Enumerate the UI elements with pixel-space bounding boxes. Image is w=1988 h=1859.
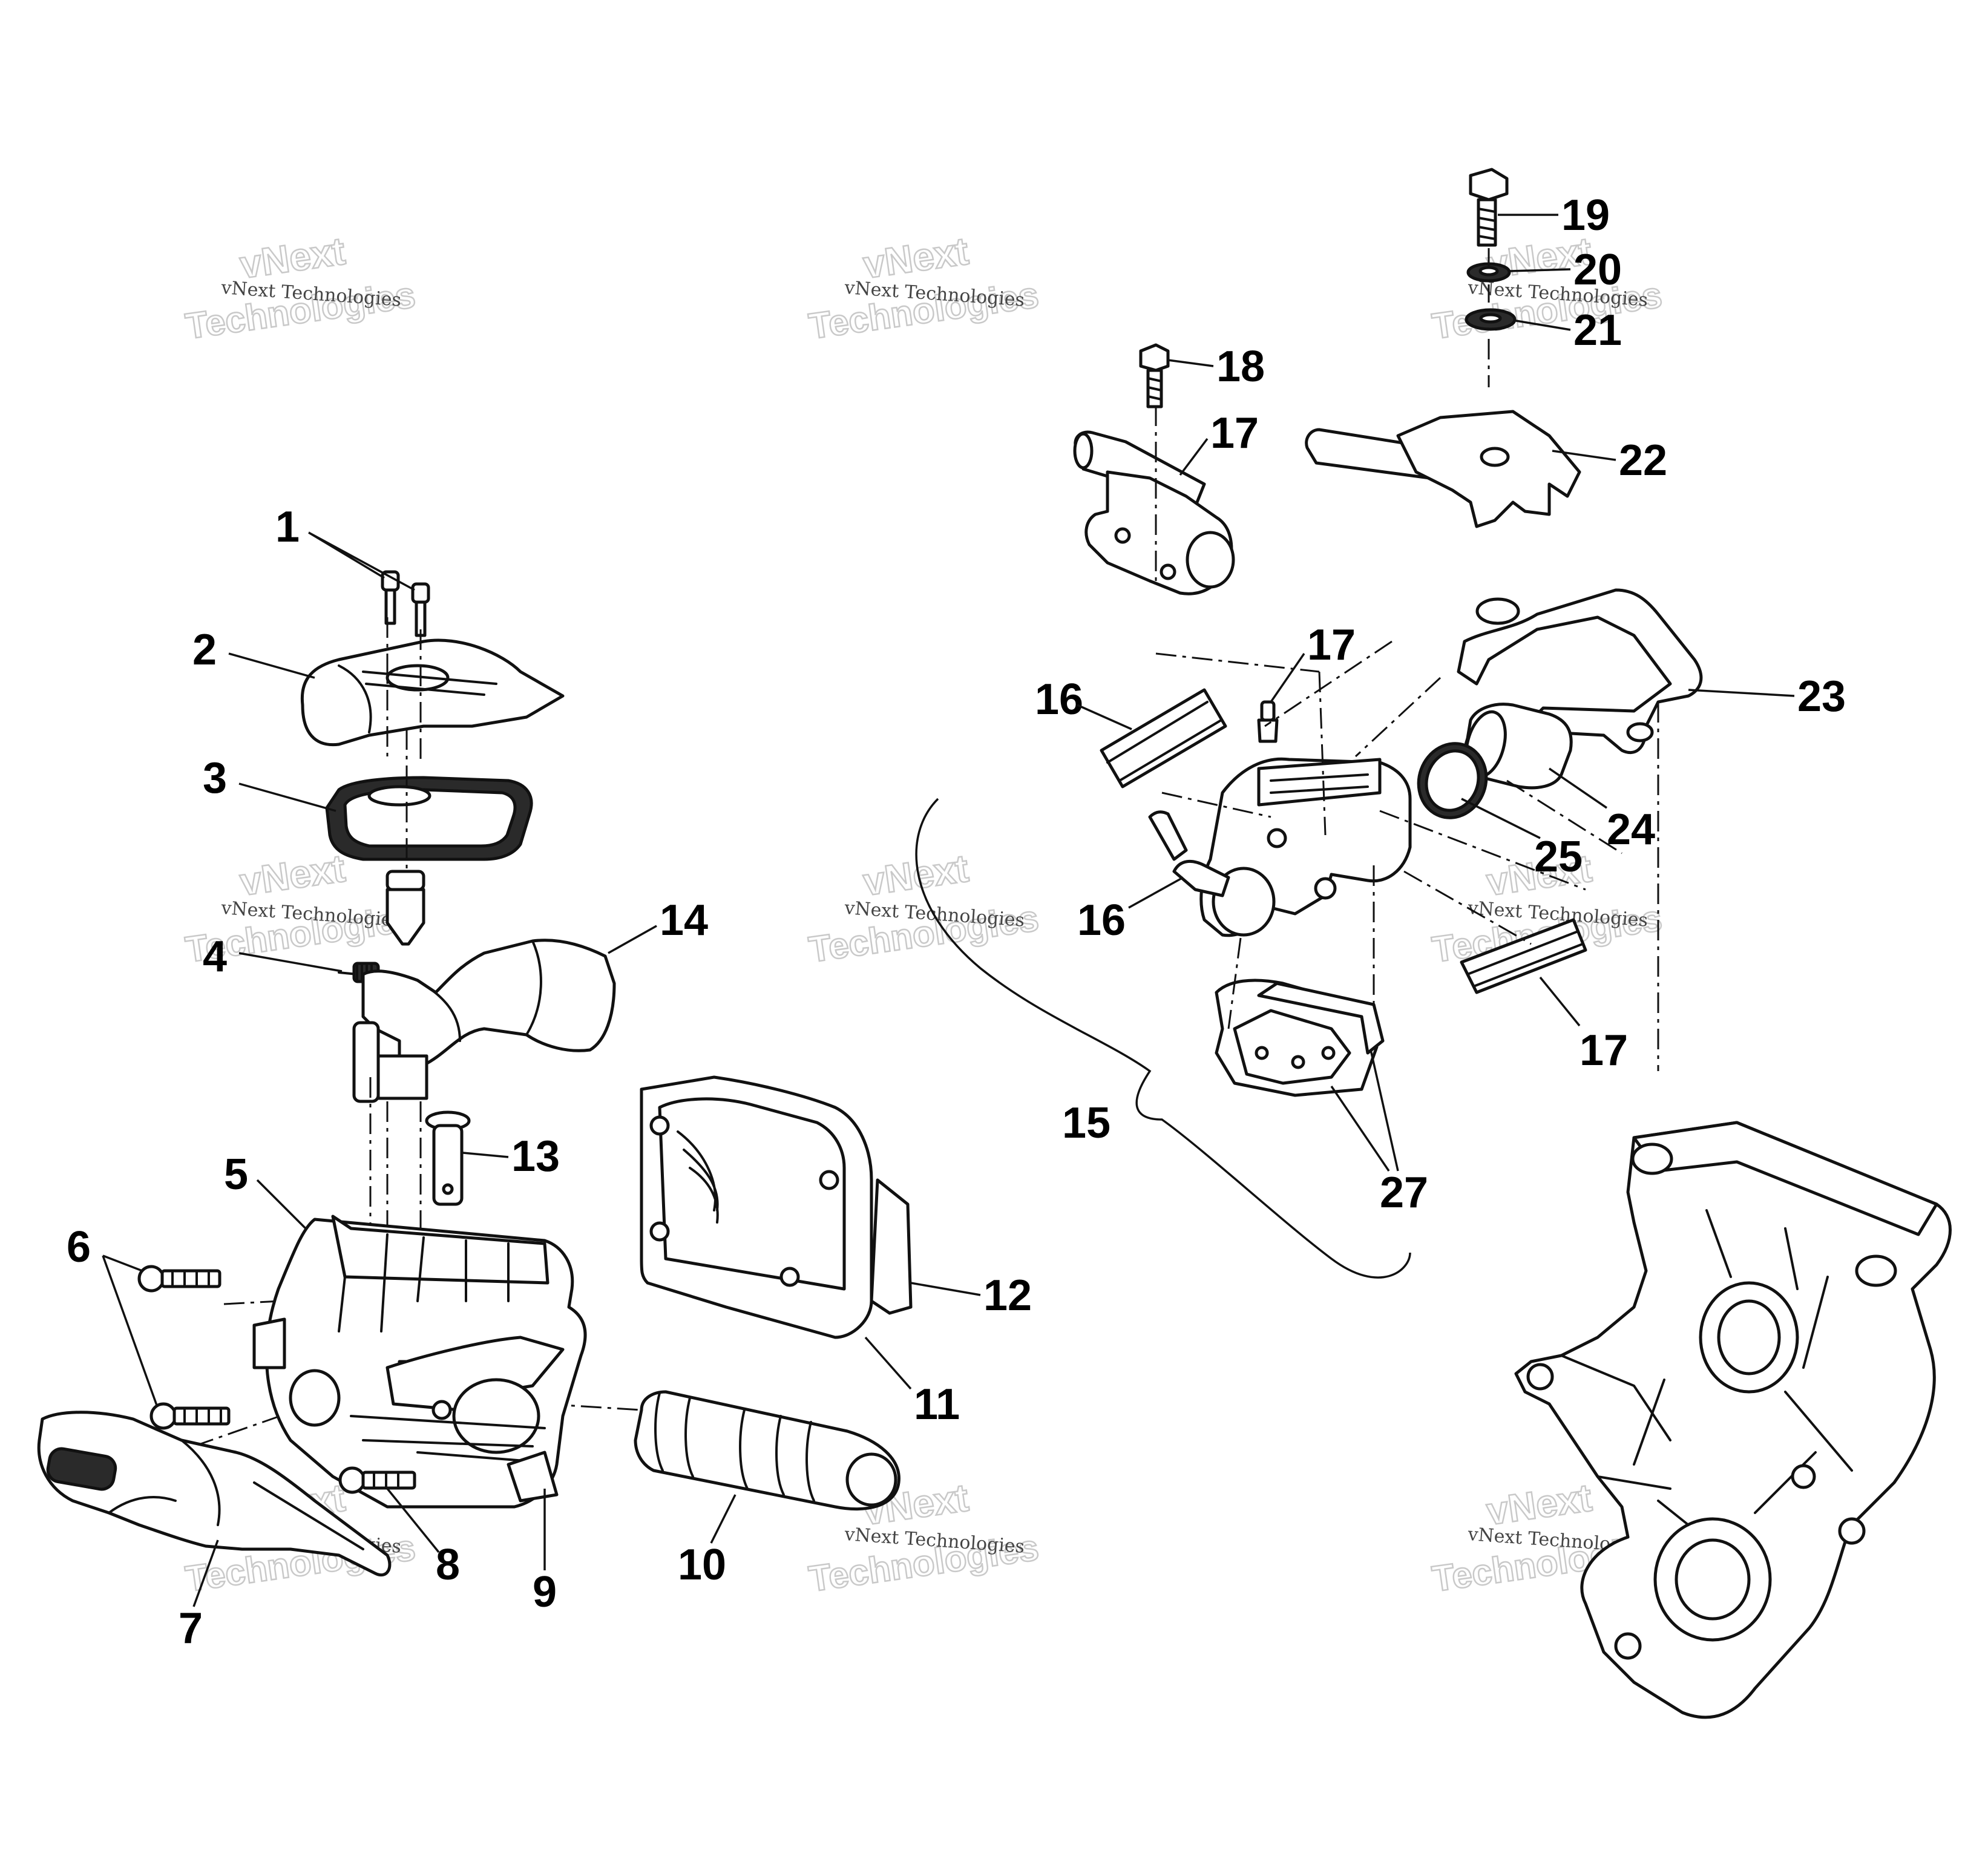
callout-5: 5 [224,1150,307,1230]
mounting-bracket-casting [1514,1121,1952,1719]
svg-text:5: 5 [224,1150,248,1199]
svg-text:9: 9 [533,1568,557,1616]
callout-7: 7 [179,1539,219,1653]
part-10-grip [634,1390,901,1511]
svg-text:27: 27 [1380,1169,1428,1217]
svg-text:21: 21 [1573,306,1622,355]
part-20-screw [1139,343,1170,408]
svg-text:16: 16 [1035,675,1083,724]
part-6-screws [137,1265,231,1430]
svg-text:19: 19 [1561,191,1610,240]
callout-2: 2 [192,626,315,679]
svg-text:16: 16 [1077,896,1126,945]
watermark-top-left: vNext Technologies vNext Technologies [182,228,418,347]
callout-24: 22 [1552,436,1667,485]
part-18-bleeder [1257,700,1279,743]
svg-text:8: 8 [436,1541,460,1589]
callout-10: 10 [678,1494,736,1589]
svg-text:2: 2 [192,626,217,674]
group-15-brace [915,798,1411,1279]
callout-27: 25 [1461,798,1583,881]
part-17-shim-lower [1460,918,1587,994]
svg-text:25: 25 [1534,833,1583,881]
callout-19: 17 [1179,409,1259,476]
callout-1: 1 [275,503,415,591]
assembly-lines-right [1155,248,1659,1071]
callout-28: 27 [1330,1049,1428,1217]
part-14-throttle-lever [352,939,616,1103]
callout-6: 6 [67,1223,159,1408]
callout-25: 23 [1688,672,1846,721]
part-8-screw [338,1466,416,1494]
svg-text:6: 6 [67,1223,91,1271]
svg-text:12: 12 [983,1271,1032,1320]
callout-17-upper: 16 [1035,675,1132,730]
svg-text:17: 17 [1580,1026,1628,1075]
part-17-shim-upper [1100,688,1227,789]
svg-text:23: 23 [1797,672,1846,721]
callout-23: 21 [1515,306,1622,355]
part-13-pivot-pin [425,1110,471,1206]
callout-15: 15 [1062,1099,1110,1147]
callout-16: 16 [1077,876,1184,945]
watermark-top-center: vNext Technologies vNext Technologies [805,228,1042,347]
part-24-bracket [1305,410,1581,528]
piston-plunger [385,870,425,946]
svg-text:17: 17 [1210,409,1259,457]
svg-text:11: 11 [914,1380,960,1429]
svg-text:13: 13 [511,1132,560,1181]
svg-text:vNext: vNext [237,229,348,287]
svg-text:4: 4 [203,933,227,981]
callout-26: 24 [1549,767,1655,854]
part-3-diaphragm [325,776,533,861]
callout-3: 3 [203,754,336,812]
svg-text:7: 7 [179,1604,203,1653]
svg-text:22: 22 [1619,436,1667,485]
part-11-cover [640,1075,913,1339]
callout-12: 12 [910,1271,1032,1320]
part-5-housing [252,1215,587,1509]
callout-14: 14 [608,896,708,954]
svg-text:vNext: vNext [1484,1475,1595,1533]
svg-text:24: 24 [1607,805,1655,854]
part-22-lock-washer [1466,262,1511,283]
svg-text:1: 1 [275,503,300,551]
callout-8: 8 [386,1487,460,1589]
part-19-fitting [1073,430,1235,595]
svg-text:vNext: vNext [237,846,348,904]
watermark-middle-center: vNext Technologies vNext Technologies [805,845,1042,971]
part-27-seal [1417,742,1488,819]
svg-text:vNext: vNext [861,229,971,287]
callout-18: 17 [1270,621,1356,703]
svg-text:14: 14 [660,896,708,945]
part-1-screws [381,570,430,637]
svg-text:20: 20 [1573,246,1622,294]
callout-17-lower: 17 [1539,976,1628,1075]
svg-text:3: 3 [203,754,227,802]
svg-text:15: 15 [1062,1099,1110,1147]
callout-21: 19 [1498,191,1610,240]
part-7-brake-lever [37,1411,392,1577]
part-21-bolt [1469,168,1509,247]
svg-text:18: 18 [1216,343,1265,391]
part-16-caliper-body [1148,757,1412,937]
part-28-brake-pads [1215,979,1385,1097]
callout-13: 13 [462,1132,560,1181]
callout-4: 4 [203,933,343,981]
svg-text:10: 10 [678,1541,726,1589]
svg-text:17: 17 [1307,621,1356,669]
callout-22: 20 [1509,246,1622,294]
part-23-washer [1465,308,1517,331]
callout-9: 9 [533,1489,557,1616]
watermark-top-right: vNext Technologies vNext Technologies [1429,228,1665,347]
callout-11: 11 [864,1336,960,1429]
part-2-reservoir-cover [300,638,565,747]
callout-20: 18 [1167,343,1265,391]
